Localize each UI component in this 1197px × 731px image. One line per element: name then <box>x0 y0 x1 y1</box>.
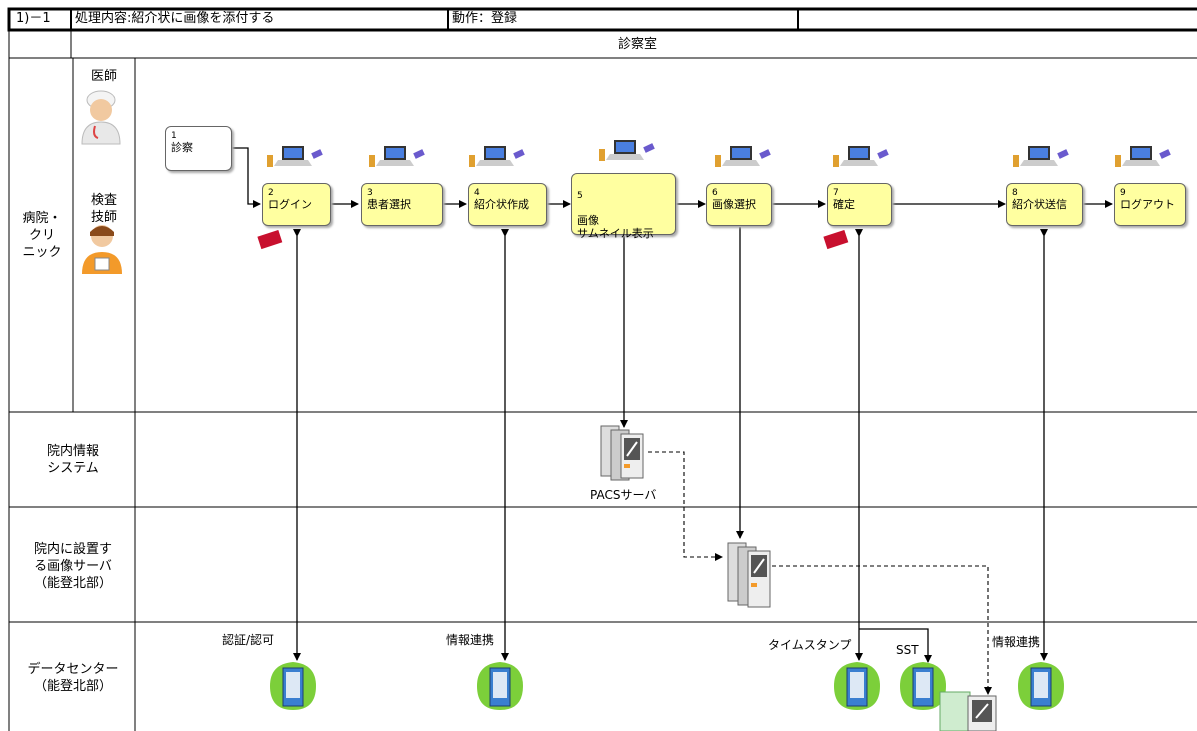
ic-card-icon <box>822 230 852 250</box>
header-id: 1)－1 <box>16 11 51 26</box>
lane-datacenter: データセンター （能登北部） <box>14 661 132 695</box>
lane-hospital: 病院・ クリ ニック <box>14 210 70 261</box>
laptop-icon <box>596 137 658 165</box>
step-6: 6 画像選択 <box>706 183 772 226</box>
step-9: 9 ログアウト <box>1114 183 1186 226</box>
step-label: ログイン <box>268 198 312 211</box>
step-label: 紹介状送信 <box>1012 198 1067 211</box>
image-server-icon <box>724 541 776 611</box>
step-number: 8 <box>1012 188 1077 198</box>
sst-label: SST <box>896 643 919 657</box>
header-process: 処理内容:紹介状に画像を添付する <box>75 11 274 26</box>
step-label: 画像選択 <box>712 198 756 211</box>
datacenter-server-icon <box>1014 660 1068 712</box>
location-label: 診察室 <box>618 37 657 52</box>
step-8: 8 紹介状送信 <box>1006 183 1083 226</box>
step-1: 1 診察 <box>165 126 232 171</box>
laptop-icon <box>264 143 326 171</box>
technician-icon <box>80 222 124 276</box>
timestamp-label: タイムスタンプ <box>768 636 851 653</box>
step-label: 画像 サムネイル表示 <box>577 214 654 240</box>
document-storage-icon <box>938 690 1000 731</box>
laptop-icon <box>1112 143 1174 171</box>
laptop-icon <box>1010 143 1072 171</box>
step-3: 3 患者選択 <box>361 183 443 226</box>
step-label: ログアウト <box>1120 198 1175 211</box>
step-label: 紹介状作成 <box>474 198 529 211</box>
header-action: 動作：登録 <box>452 11 517 26</box>
step-number: 4 <box>474 188 541 198</box>
auth-label: 認証/認可 <box>222 631 274 648</box>
step-label: 診察 <box>171 141 193 154</box>
step-number: 9 <box>1120 188 1180 198</box>
laptop-icon <box>712 143 774 171</box>
step-label: 確定 <box>833 198 855 211</box>
info-link-label-2: 情報連携 <box>992 633 1040 650</box>
step-5: 5 画像 サムネイル表示 <box>571 173 676 235</box>
info-link-label-1: 情報連携 <box>446 631 494 648</box>
step-7: 7 確定 <box>827 183 892 226</box>
actor-technician-label: 検査 技師 <box>78 192 130 226</box>
datacenter-server-icon <box>830 660 884 712</box>
laptop-icon <box>366 143 428 171</box>
datacenter-server-icon <box>266 660 320 712</box>
step-label: 患者選択 <box>367 198 411 211</box>
laptop-icon <box>830 143 892 171</box>
step-number: 1 <box>171 131 226 141</box>
step-number: 5 <box>577 191 670 201</box>
pacs-label: PACSサーバ <box>590 486 656 503</box>
step-4: 4 紹介状作成 <box>468 183 547 226</box>
datacenter-server-icon <box>473 660 527 712</box>
pacs-server-icon <box>597 424 649 482</box>
step-number: 7 <box>833 188 886 198</box>
step-number: 3 <box>367 188 437 198</box>
doctor-icon <box>80 86 122 146</box>
laptop-icon <box>466 143 528 171</box>
lane-image-server: 院内に設置す る画像サーバ （能登北部） <box>14 541 132 592</box>
lane-internal-system: 院内情報 システム <box>14 443 132 477</box>
step-number: 6 <box>712 188 766 198</box>
ic-card-icon <box>256 230 286 250</box>
step-number: 2 <box>268 188 325 198</box>
step-2: 2 ログイン <box>262 183 331 226</box>
actor-doctor-label: 医師 <box>78 68 130 85</box>
